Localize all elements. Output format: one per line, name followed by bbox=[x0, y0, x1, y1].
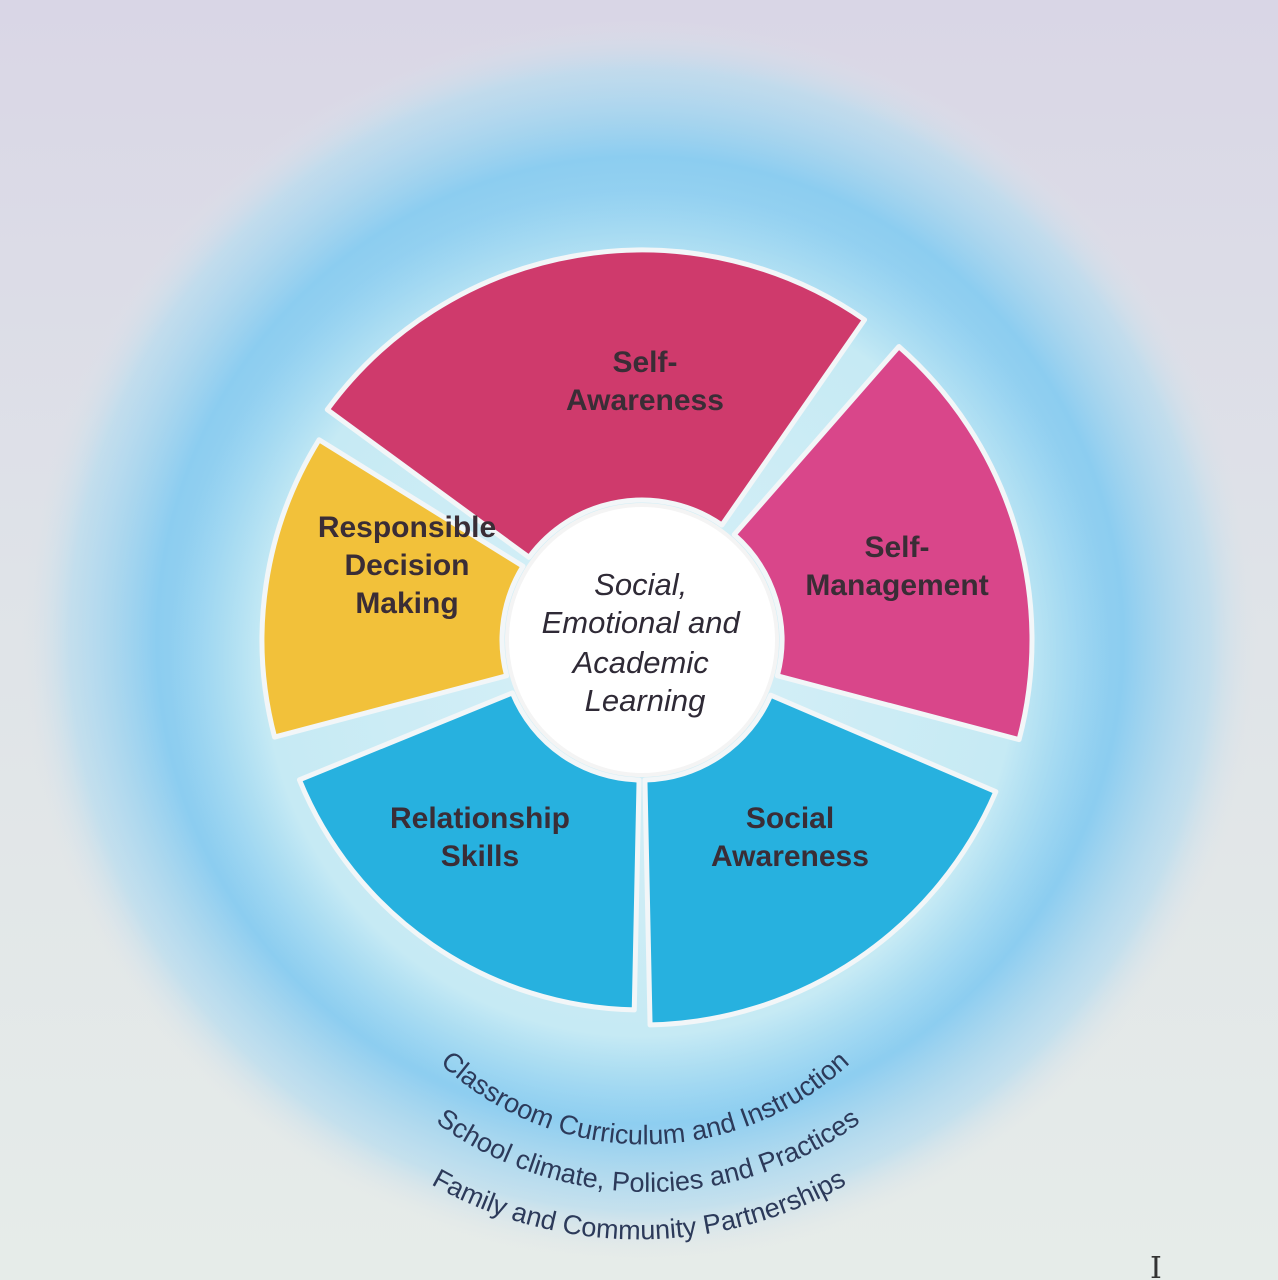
segment-self-awareness bbox=[324, 247, 868, 560]
segment-self-management bbox=[731, 344, 1035, 743]
segment-label-line: Making bbox=[355, 587, 458, 620]
segment-responsible-decision-making bbox=[259, 437, 526, 740]
center-label: Social, Emotional and Academic Learning bbox=[542, 567, 749, 718]
segment-label-line: Responsible bbox=[318, 511, 496, 544]
segment-label-self-management: Self- Management bbox=[805, 531, 988, 602]
center-line-4: Learning bbox=[585, 683, 706, 718]
segment-label-line: Awareness bbox=[711, 840, 869, 873]
center-circle bbox=[505, 503, 779, 777]
segment-relationship-skills bbox=[296, 690, 642, 1013]
segment-label-line: Decision bbox=[344, 549, 469, 582]
segment-label-line: Self- bbox=[864, 531, 929, 564]
center-line-2: Emotional and bbox=[542, 605, 742, 640]
segment-label-self-awareness: Self- Awareness bbox=[566, 346, 724, 417]
segment-label-line: Social bbox=[746, 802, 834, 835]
text-cursor-icon: I bbox=[1150, 1251, 1162, 1280]
center-line-1: Social, bbox=[594, 567, 687, 602]
segment-label-line: Management bbox=[805, 569, 988, 602]
center-line-3: Academic bbox=[571, 645, 710, 680]
segment-label-line: Relationship bbox=[390, 802, 570, 835]
segment-label-line: Skills bbox=[441, 840, 519, 873]
segment-label-line: Self- bbox=[612, 346, 677, 379]
segment-label-line: Awareness bbox=[566, 384, 724, 417]
segment-social-awareness bbox=[642, 692, 999, 1028]
